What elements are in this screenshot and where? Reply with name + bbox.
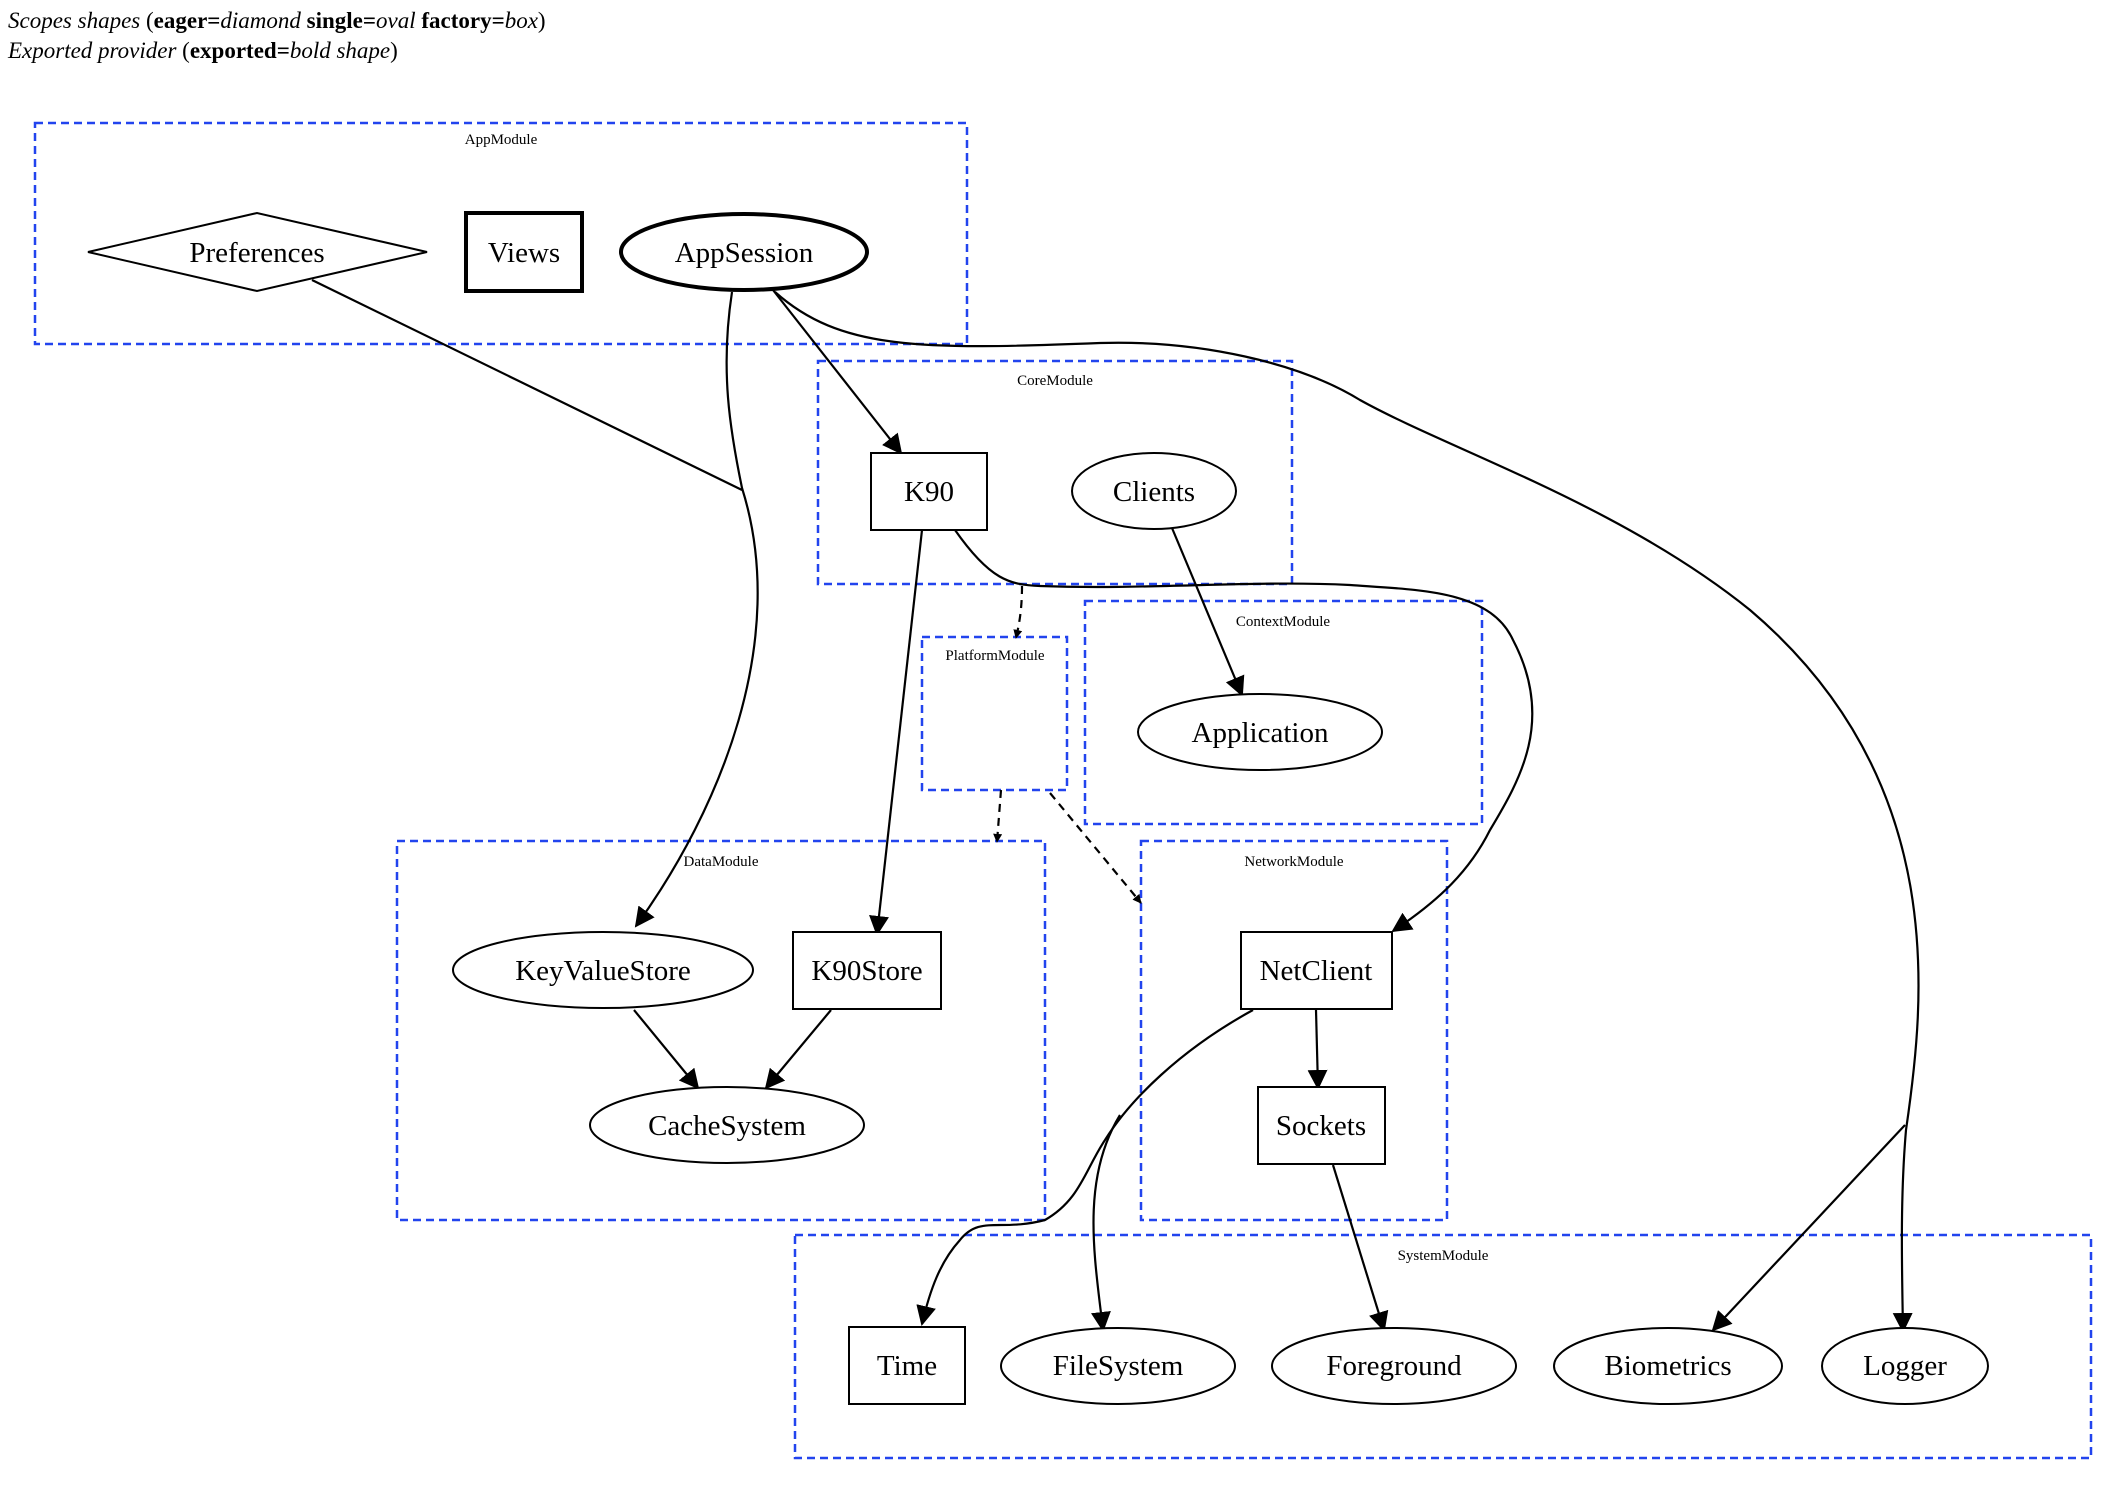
- node-label: Preferences: [189, 237, 324, 269]
- edge-clients-application: [1170, 527, 1245, 697]
- cluster-label: ContextModule: [1236, 614, 1331, 630]
- node-label: Sockets: [1276, 1110, 1366, 1142]
- edge-appsession-logger: [774, 291, 1920, 1333]
- node-k90store[interactable]: K90Store: [792, 931, 942, 1010]
- cluster-label: NetworkModule: [1244, 854, 1343, 870]
- cluster-system-module: SystemModule: [793, 1233, 2093, 1460]
- node-label: FileSystem: [1053, 1350, 1184, 1382]
- cluster-label: DataModule: [684, 854, 759, 870]
- legend-exported-line: Exported provider (exported=bold shape): [8, 38, 398, 63]
- legend: Scopes shapes (eager=diamond single=oval…: [8, 6, 546, 66]
- node-label: AppSession: [675, 237, 814, 269]
- edge-platformmodule-networkmodule: [1049, 792, 1142, 904]
- node-filesystem[interactable]: FileSystem: [1000, 1327, 1236, 1405]
- node-netclient[interactable]: NetClient: [1240, 931, 1393, 1010]
- edge-platformmodule-datamodule: [993, 789, 1003, 843]
- node-k90[interactable]: K90: [870, 452, 988, 531]
- node-application[interactable]: Application: [1137, 693, 1383, 771]
- node-label: Time: [877, 1350, 937, 1382]
- node-keyvaluestore[interactable]: KeyValueStore: [452, 931, 754, 1009]
- cluster-label: SystemModule: [1398, 1248, 1489, 1264]
- edge-appsession-k90: [772, 289, 903, 455]
- edge-k90-netclient: [954, 529, 1534, 933]
- edge-appsession-keyvaluestore: [634, 291, 759, 928]
- node-label: K90Store: [811, 955, 922, 987]
- cluster-app-module: AppModule: [33, 121, 969, 346]
- cluster-context-module: ContextModule: [1083, 599, 1484, 826]
- node-clients[interactable]: Clients: [1071, 452, 1237, 530]
- node-label: Views: [488, 237, 560, 269]
- edges: [311, 279, 1920, 1333]
- cluster-network-module: NetworkModule: [1139, 839, 1449, 1222]
- node-preferences[interactable]: Preferences: [87, 211, 428, 293]
- edge-netclient-sockets: [1307, 1009, 1328, 1090]
- node-label: CacheSystem: [648, 1110, 806, 1142]
- node-sockets[interactable]: Sockets: [1257, 1086, 1386, 1165]
- cluster-data-module: DataModule: [395, 839, 1047, 1222]
- node-label: Foreground: [1326, 1350, 1462, 1382]
- node-views[interactable]: Views: [464, 211, 584, 293]
- edge-coremodule-platformmodule: [1013, 585, 1024, 639]
- cluster-label: PlatformModule: [945, 648, 1044, 664]
- edge-netclient-biometrics: [1711, 1124, 1906, 1332]
- legend-scopes-line: Scopes shapes (eager=diamond single=oval…: [8, 8, 546, 33]
- node-logger[interactable]: Logger: [1821, 1327, 1989, 1405]
- node-foreground[interactable]: Foreground: [1271, 1327, 1517, 1405]
- edge-netclient-time: [916, 1009, 1254, 1326]
- edge-keyvaluestore-cachesystem: [633, 1009, 700, 1090]
- node-label: Application: [1192, 717, 1329, 749]
- node-label: Biometrics: [1604, 1350, 1731, 1382]
- edge-k90store-cachesystem: [764, 1009, 832, 1090]
- edge-netclient-filesystem: [1091, 1114, 1121, 1332]
- edge-preferences-keyvaluestore: [311, 279, 743, 491]
- node-biometrics[interactable]: Biometrics: [1553, 1327, 1783, 1405]
- cluster-core-module: CoreModule: [816, 359, 1294, 586]
- node-label: KeyValueStore: [515, 955, 691, 987]
- node-label: Logger: [1863, 1350, 1947, 1382]
- node-appsession[interactable]: AppSession: [619, 212, 869, 292]
- node-label: NetClient: [1260, 955, 1373, 987]
- node-label: Clients: [1113, 476, 1195, 508]
- edge-sockets-foreground: [1331, 1164, 1389, 1332]
- node-time[interactable]: Time: [848, 1326, 966, 1405]
- edge-k90-k90store: [869, 529, 924, 936]
- node-label: K90: [904, 476, 954, 508]
- cluster-label: AppModule: [465, 132, 538, 148]
- node-cachesystem[interactable]: CacheSystem: [589, 1086, 865, 1164]
- cluster-platform-module: PlatformModule: [920, 635, 1069, 792]
- cluster-label: CoreModule: [1017, 373, 1093, 389]
